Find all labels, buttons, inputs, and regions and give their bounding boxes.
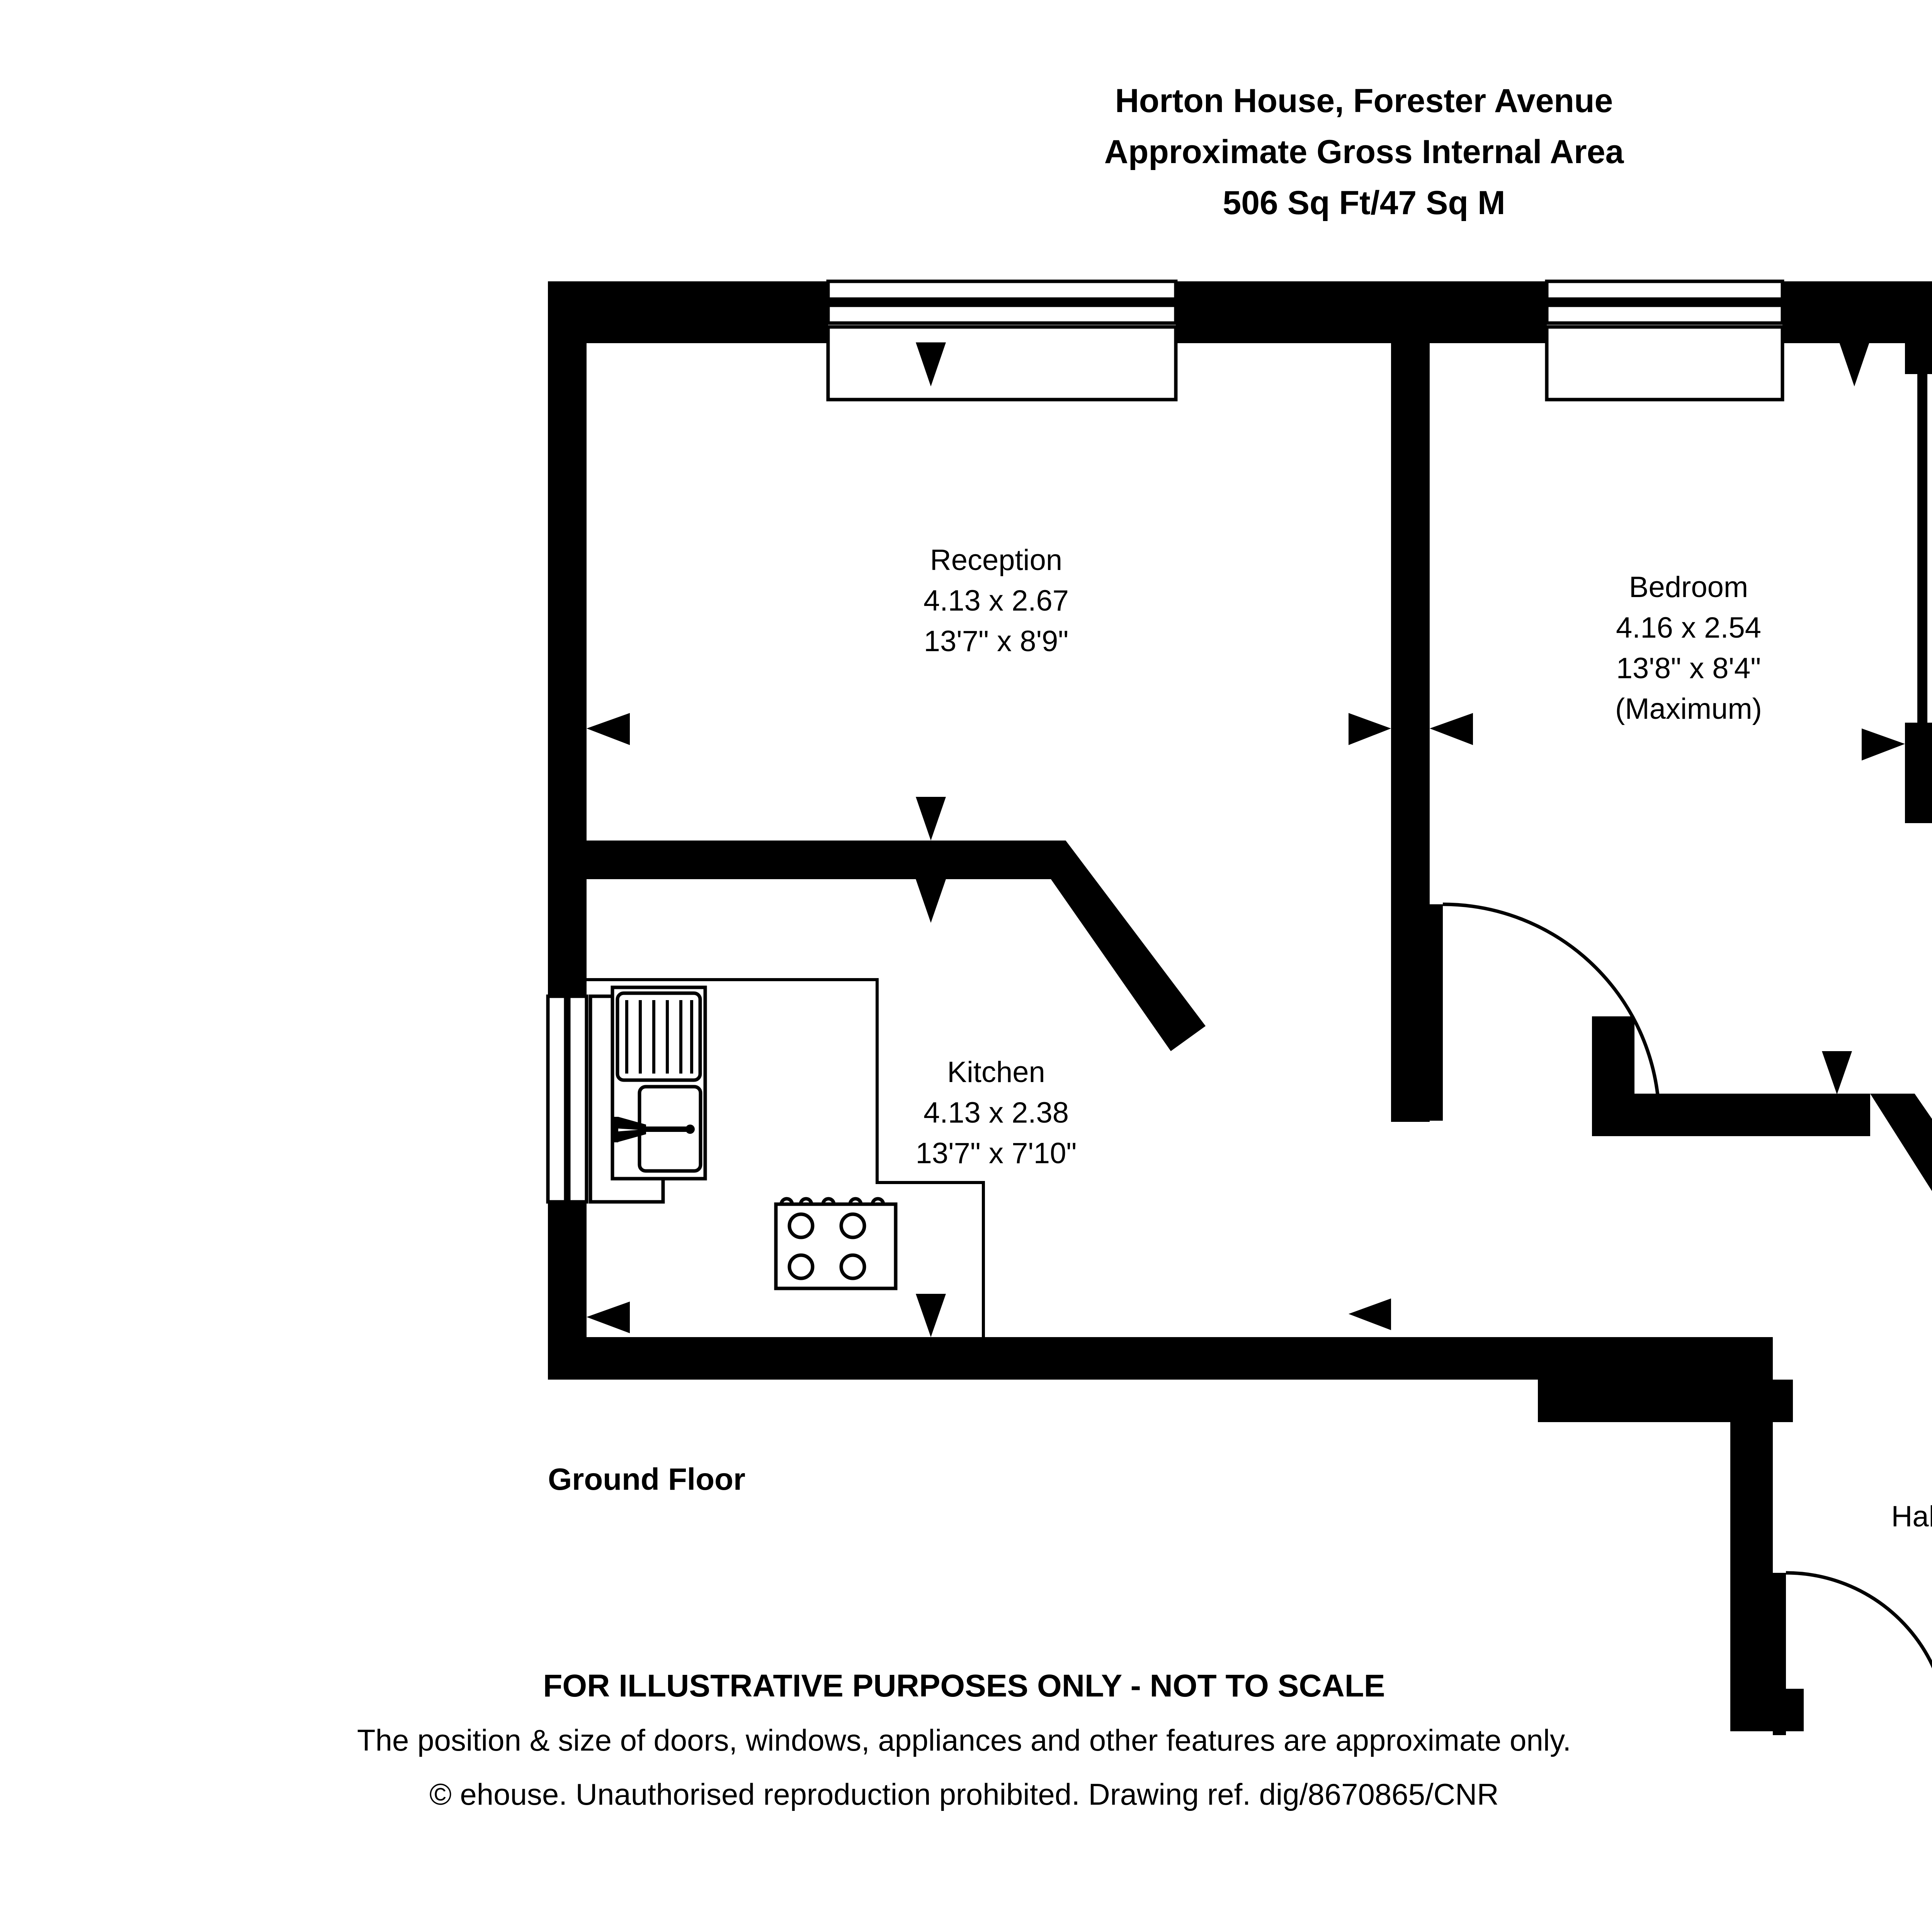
marker-bedroom-right <box>1862 728 1905 761</box>
measurement-markers <box>587 342 1905 1337</box>
door-hall-entrance <box>1773 1571 1932 1735</box>
wall-top-left-block <box>548 281 828 343</box>
wall-bathroom-partition <box>1917 320 1927 733</box>
kitchen-sink-tap <box>613 1117 695 1142</box>
hob-knobs <box>779 1197 885 1205</box>
room-label-hall: Hall <box>1891 1500 1932 1533</box>
wall-bathroom-jamb-top <box>1905 320 1932 374</box>
disclaimer-line-2: The position & size of doors, windows, a… <box>357 1723 1571 1757</box>
wall-top-middle-block <box>1176 281 1547 343</box>
disclaimer-line-3: © ehouse. Unauthorised reproduction proh… <box>429 1777 1498 1811</box>
door-bedroom <box>1430 902 1661 1121</box>
marker-reception-right <box>1349 713 1391 745</box>
reception-metric: 4.13 x 2.67 <box>923 584 1069 617</box>
wall-left-upper <box>548 281 587 996</box>
kitchen-hob <box>774 1197 898 1290</box>
wall-bathroom-jamb-bottom <box>1905 723 1932 781</box>
marker-reception-top <box>916 342 946 386</box>
page-title-block: Horton House, Forester Avenue Approximat… <box>1104 82 1624 221</box>
wall-hall-diagonal <box>1870 1094 1932 1191</box>
window-reception <box>826 279 1178 402</box>
title-area-value: 506 Sq Ft/47 Sq M <box>1223 184 1505 221</box>
kitchen-imperial: 13'7" x 7'10" <box>916 1137 1077 1170</box>
disclaimer-block: FOR ILLUSTRATIVE PURPOSES ONLY - NOT TO … <box>357 1668 1571 1811</box>
room-label-kitchen: Kitchen 4.13 x 2.38 13'7" x 7'10" <box>916 1056 1077 1170</box>
doors-group <box>1430 902 1932 1735</box>
hall-name: Hall <box>1891 1500 1932 1533</box>
kitchen-drainer-ribs <box>625 1000 693 1074</box>
bedroom-note: (Maximum) <box>1615 693 1762 725</box>
marker-reception-bottom <box>916 797 946 841</box>
wall-hall-left-foot <box>1730 1689 1804 1731</box>
bedroom-name: Bedroom <box>1629 571 1748 604</box>
wall-hall-left-vert <box>1730 1337 1773 1731</box>
room-labels: Reception 4.13 x 2.67 13'7" x 8'9" Bedro… <box>916 544 1932 1533</box>
room-label-bedroom: Bedroom 4.16 x 2.54 13'8" x 8'4" (Maximu… <box>1615 571 1762 725</box>
reception-imperial: 13'7" x 8'9" <box>924 625 1069 658</box>
marker-kitchen-wall-right <box>1349 1298 1391 1330</box>
kitchen-metric: 4.13 x 2.38 <box>923 1096 1069 1129</box>
wall-hall-horizontal <box>1592 1094 1870 1136</box>
walls-group <box>548 281 1932 1731</box>
title-address: Horton House, Forester Avenue <box>1115 82 1613 119</box>
kitchen-name: Kitchen <box>947 1056 1045 1089</box>
floor-label: Ground Floor <box>548 1462 745 1496</box>
marker-kitchen-bottom <box>916 1294 946 1337</box>
wall-kitchen-divider <box>587 841 1066 879</box>
room-label-reception: Reception 4.13 x 2.67 13'7" x 8'9" <box>923 544 1069 658</box>
bedroom-metric: 4.16 x 2.54 <box>1616 611 1761 644</box>
marker-kitchen-left <box>587 1302 630 1333</box>
marker-kitchen-top <box>916 879 946 923</box>
windows-group <box>546 279 1784 1204</box>
kitchen-fixtures <box>587 978 985 1337</box>
window-bedroom <box>1545 279 1784 402</box>
wall-bottom-kitchen <box>548 1337 1730 1380</box>
title-area-caption: Approximate Gross Internal Area <box>1104 133 1624 170</box>
wall-partition-central <box>1391 281 1430 1122</box>
disclaimer-line-1: FOR ILLUSTRATIVE PURPOSES ONLY - NOT TO … <box>543 1668 1385 1703</box>
kitchen-sink-drainer <box>616 991 702 1082</box>
reception-name: Reception <box>930 544 1062 577</box>
marker-hall-top <box>1822 1051 1852 1094</box>
wall-bathroom-bottom <box>1905 781 1932 823</box>
wall-kitchen-diagonal <box>1024 841 1206 1051</box>
marker-reception-left <box>587 713 630 745</box>
marker-bedroom-top <box>1839 342 1869 386</box>
bedroom-imperial: 13'8" x 8'4" <box>1616 652 1761 685</box>
marker-bedroom-left <box>1430 713 1473 745</box>
